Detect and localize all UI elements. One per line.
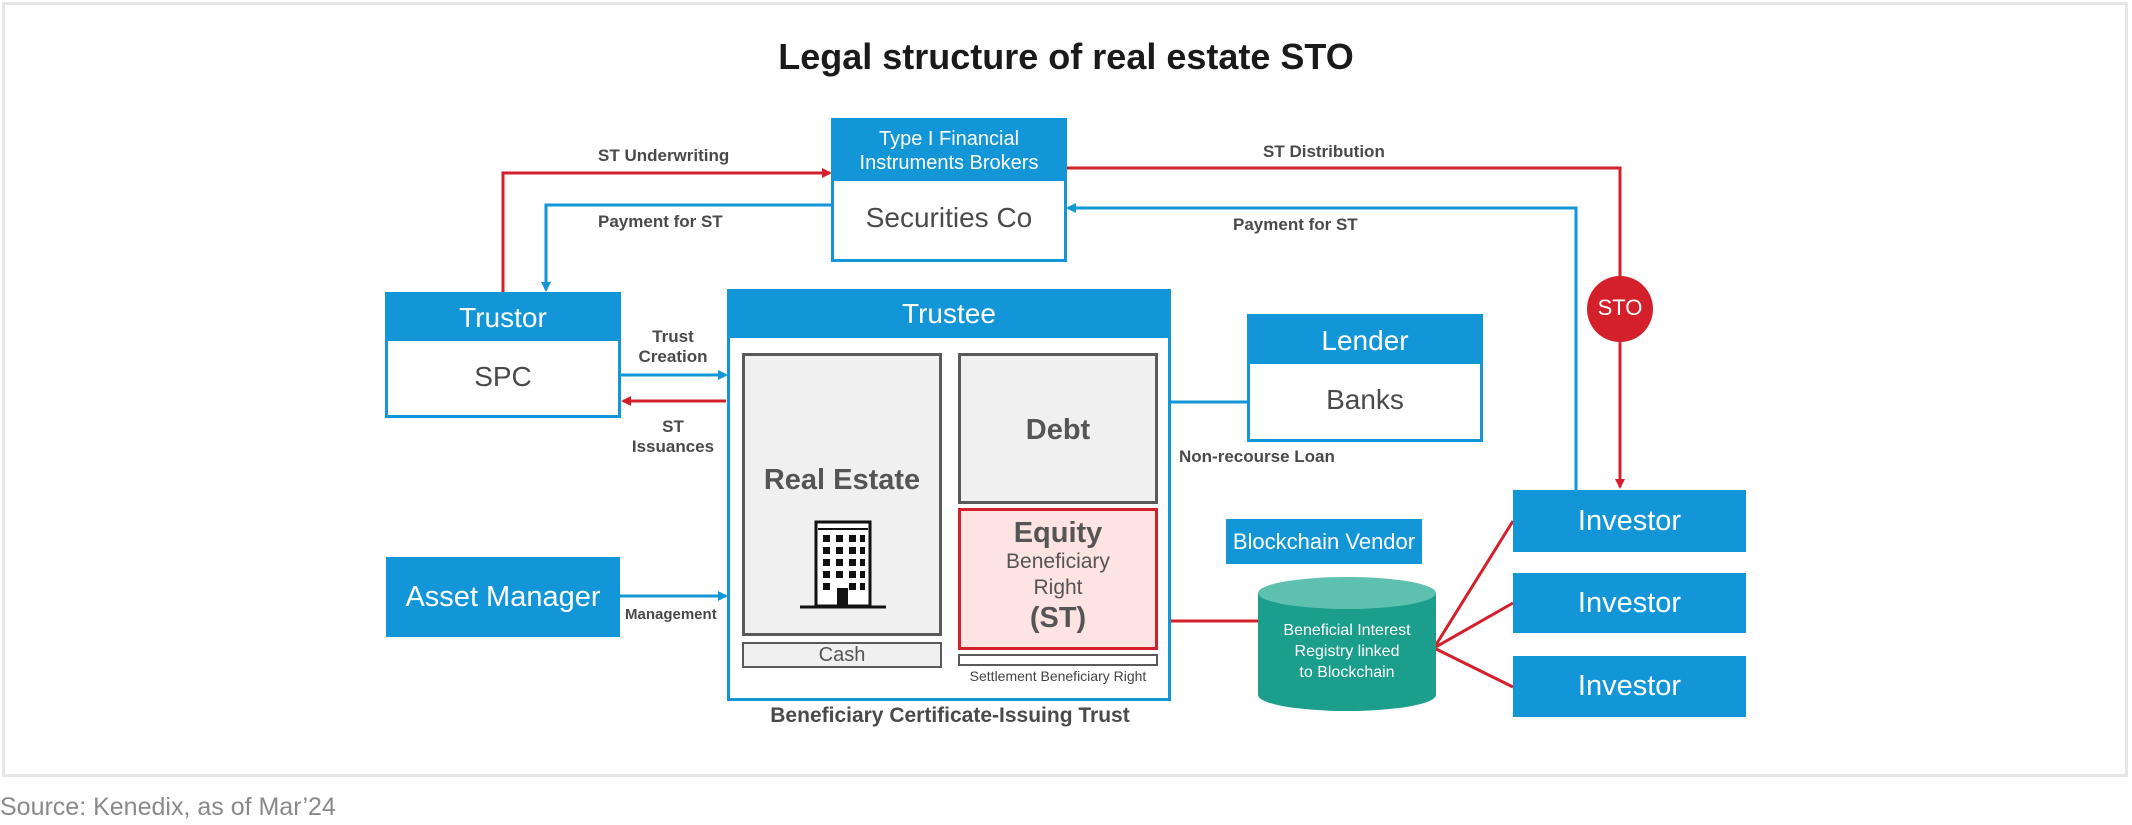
management-label: Management	[625, 606, 717, 623]
equity-st-panel: Equity Beneficiary Right (ST)	[958, 508, 1158, 650]
st-distribution-line	[1066, 166, 1622, 280]
debt-label: Debt	[1025, 414, 1091, 446]
payment-left-arrow	[541, 203, 831, 292]
registry-investor3-line	[1433, 646, 1514, 689]
debt-panel: Debt	[958, 353, 1158, 504]
st-distribution-label: ST Distribution	[1263, 142, 1385, 161]
lender-name: Banks	[1326, 384, 1404, 415]
securities-header-line2: Instruments Brokers	[859, 152, 1039, 174]
registry-text: Beneficial Interest Registry linked to B…	[1257, 620, 1437, 683]
trust-creation-label: Trust Creation	[628, 327, 718, 367]
securities-header-line1: Type I Financial	[878, 128, 1020, 150]
lender-header: Lender	[1250, 317, 1480, 364]
building-icon	[800, 520, 886, 609]
settlement-label: Settlement Beneficiary Right	[969, 668, 1147, 684]
source-note: Source: Kenedix, as of Mar’24	[0, 793, 336, 821]
payment-right-label: Payment for ST	[1233, 215, 1358, 234]
investor-box-3: Investor	[1513, 656, 1746, 717]
cash-box: Cash	[742, 642, 942, 668]
trustee-header: Trustee	[730, 292, 1168, 338]
equity-line1: Beneficiary	[1006, 550, 1110, 573]
trustor-box: Trustor SPC	[385, 292, 621, 418]
equity-line2: Right	[1033, 576, 1083, 599]
registry-line3: to Blockchain	[1299, 664, 1395, 681]
diagram-title: Legal structure of real estate STO	[778, 36, 1354, 77]
equity-title: Equity	[1013, 517, 1103, 549]
st-underwriting-label: ST Underwriting	[598, 146, 730, 165]
securities-header: Type I Financial Instruments Brokers	[834, 121, 1064, 181]
real-estate-label: Real Estate	[763, 464, 921, 496]
asset-manager-box: Asset Manager	[386, 557, 620, 637]
trustor-name: SPC	[474, 361, 532, 392]
sto-badge-label: STO	[1597, 295, 1643, 320]
payment-right-arrow	[1066, 203, 1578, 490]
equity-st: (ST)	[1029, 602, 1087, 634]
st-issuances-line2: Issuances	[631, 437, 715, 456]
trust-creation-line2: Creation	[638, 347, 708, 366]
st-underwriting-arrow	[501, 168, 832, 292]
blockchain-vendor-box: Blockchain Vendor	[1226, 519, 1422, 564]
sto-badge-circle	[1587, 276, 1653, 342]
st-issuances-label: ST Issuances	[628, 417, 718, 457]
trust-caption: Beneficiary Certificate-Issuing Trust	[770, 704, 1130, 727]
securities-name: Securities Co	[865, 202, 1033, 233]
payment-left-label: Payment for ST	[598, 212, 723, 231]
lender-box: Lender Banks	[1247, 314, 1483, 442]
registry-cylinder-icon	[1258, 577, 1436, 711]
trust-creation-line1: Trust	[652, 327, 694, 346]
registry-line2: Registry linked	[1294, 643, 1400, 660]
registry-investor2-line	[1433, 601, 1514, 650]
settlement-box	[958, 654, 1158, 666]
registry-line1: Beneficial Interest	[1283, 622, 1411, 639]
cash-label: Cash	[818, 644, 866, 666]
registry-investor1-line	[1432, 520, 1515, 649]
trustor-header: Trustor	[388, 295, 618, 341]
investor-box-2: Investor	[1513, 573, 1746, 633]
investor-box-1: Investor	[1513, 490, 1746, 552]
st-issuances-line1: ST	[662, 417, 684, 436]
non-recourse-loan-label: Non-recourse Loan	[1179, 447, 1335, 466]
securities-co-box: Type I Financial Instruments Brokers Sec…	[831, 118, 1067, 262]
real-estate-panel: Real Estate	[742, 353, 942, 636]
